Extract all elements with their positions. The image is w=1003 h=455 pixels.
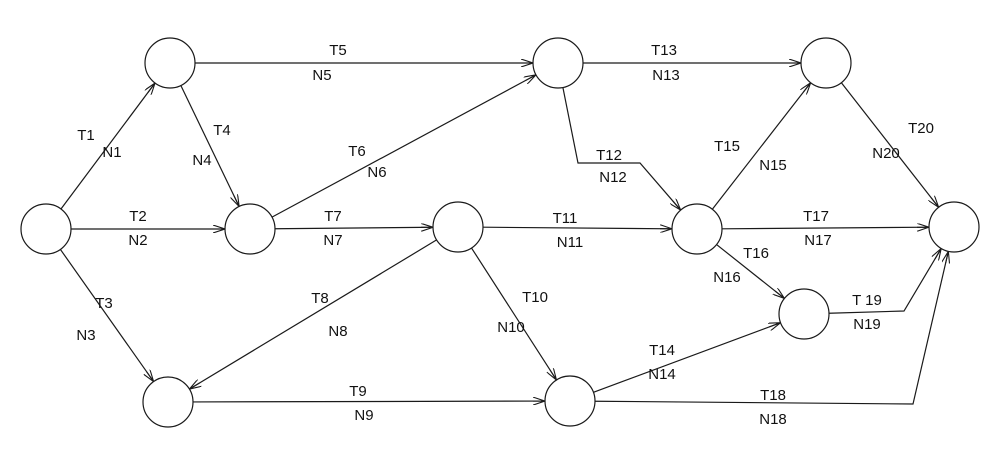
edge-top-label: T14 <box>649 342 675 359</box>
edge-bottom-label: N17 <box>804 232 832 249</box>
edge-1-to-2 <box>60 83 155 210</box>
edge-top-label: T11 <box>553 210 578 227</box>
edge-bottom-label: N1 <box>102 144 121 161</box>
edge-8-to-12 <box>721 227 929 229</box>
edge-top-label: T 19 <box>852 292 882 309</box>
edge-5-to-8 <box>482 227 672 229</box>
edge-10-to-12 <box>840 82 938 208</box>
edge-bottom-label: N14 <box>648 366 676 383</box>
edge-top-label: T1 <box>77 127 95 144</box>
edge-top-label: T5 <box>329 42 347 59</box>
edge-bottom-label: N4 <box>192 152 211 169</box>
edge-8-to-11 <box>716 244 785 299</box>
edge-2-to-4 <box>180 85 239 207</box>
node-circle-12 <box>928 201 980 253</box>
node-circle-10 <box>800 37 852 89</box>
edge-7-to-8 <box>562 87 681 211</box>
edge-bottom-label: N16 <box>713 269 741 286</box>
edge-top-label: T4 <box>213 122 231 139</box>
edge-top-label: T17 <box>803 208 829 225</box>
edge-top-label: T7 <box>324 208 342 225</box>
node-circle-7 <box>532 37 584 89</box>
edge-9-to-12 <box>594 251 948 405</box>
edge-top-label: T20 <box>908 120 934 137</box>
edge-top-label: T9 <box>349 383 367 400</box>
edge-top-label: T13 <box>651 42 677 59</box>
edge-top-label: T12 <box>596 147 622 164</box>
edge-bottom-label: N15 <box>759 157 787 174</box>
node-circle-8 <box>671 203 723 255</box>
node-circle-11 <box>778 288 830 340</box>
edge-8-to-10 <box>711 83 810 210</box>
edge-top-label: T10 <box>522 289 548 306</box>
edge-bottom-label: N13 <box>652 67 680 84</box>
edge-top-label: T2 <box>129 208 147 225</box>
node-circle-4 <box>224 203 276 255</box>
edge-bottom-label: N11 <box>557 234 583 251</box>
edge-bottom-label: N20 <box>872 145 900 162</box>
edge-4-to-5 <box>274 227 433 229</box>
edge-4-to-7 <box>271 75 536 218</box>
edge-bottom-label: N10 <box>497 319 525 336</box>
edge-bottom-label: N9 <box>354 407 373 424</box>
edge-5-to-6 <box>189 239 437 389</box>
edge-top-label: T8 <box>311 290 329 307</box>
node-circle-6 <box>142 376 194 428</box>
edge-bottom-label: N3 <box>76 327 95 344</box>
edge-top-label: T3 <box>95 295 113 312</box>
edge-5-to-9 <box>471 247 557 380</box>
edge-11-to-12 <box>828 248 941 314</box>
edge-bottom-label: N2 <box>128 232 147 249</box>
edge-bottom-label: N18 <box>759 411 787 428</box>
node-circle-9 <box>544 375 596 427</box>
edge-top-label: T18 <box>760 387 786 404</box>
edge-top-label: T15 <box>714 138 740 155</box>
edge-bottom-label: N7 <box>323 232 342 249</box>
node-circle-5 <box>432 201 484 253</box>
edge-bottom-label: N6 <box>367 164 386 181</box>
node-circle-1 <box>20 203 72 255</box>
node-circle-2 <box>144 37 196 89</box>
edge-1-to-6 <box>59 249 153 381</box>
edge-bottom-label: N8 <box>328 323 347 340</box>
edge-6-to-9 <box>192 401 545 402</box>
edge-top-label: T6 <box>348 143 366 160</box>
edge-bottom-label: N5 <box>312 67 331 84</box>
edge-top-label: T16 <box>743 245 769 262</box>
edge-9-to-11 <box>593 323 780 393</box>
edge-bottom-label: N12 <box>599 169 627 186</box>
edge-bottom-label: N19 <box>853 316 881 333</box>
